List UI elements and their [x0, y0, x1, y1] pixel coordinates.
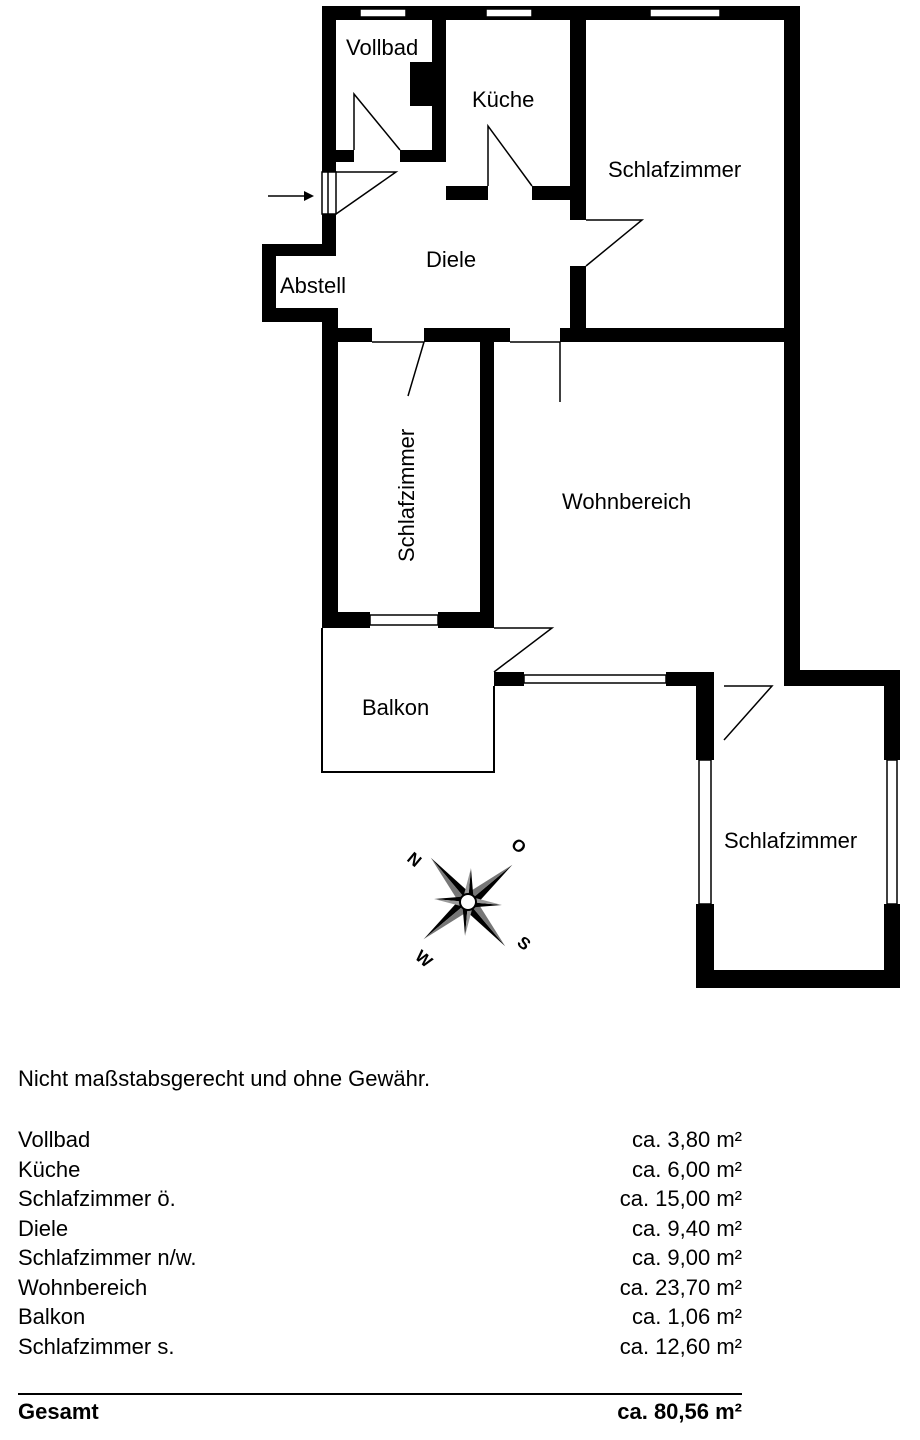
total-row: Gesamt ca. 80,56 m²: [18, 1399, 742, 1425]
area-value: ca. 1,06 m²: [631, 1304, 742, 1329]
room-label-schlafzimmer-nw: Schlafzimmer: [394, 429, 419, 562]
walls: [262, 6, 900, 988]
windows: [359, 8, 898, 905]
door-swings: [321, 91, 774, 741]
room-label-balkon: Balkon: [362, 695, 429, 720]
area-row: Diele ca. 9,40 m²: [18, 1214, 742, 1244]
compass-letter-n: N: [403, 849, 425, 871]
area-value: ca. 6,00 m²: [631, 1156, 742, 1182]
room-label-vollbad: Vollbad: [346, 35, 418, 60]
area-row: Wohnbereich ca. 23,70 m²: [18, 1273, 742, 1303]
area-value: ca. 12,60 m²: [619, 1333, 742, 1359]
area-row: Vollbad ca. 3,80 m²: [18, 1125, 742, 1155]
area-name: Schlafzimmer s.: [18, 1333, 175, 1359]
area-value: ca. 9,00 m²: [631, 1245, 742, 1270]
total-name: Gesamt: [18, 1399, 99, 1424]
area-row: Balkon ca. 1,06 m²: [18, 1302, 742, 1332]
area-name: Wohnbereich: [18, 1274, 148, 1300]
compass-letter-s: S: [513, 933, 534, 955]
area-name: Küche: [18, 1156, 81, 1182]
area-value: ca. 15,00 m²: [619, 1186, 742, 1211]
compass-letter-o: O: [507, 835, 529, 858]
total-divider: [18, 1393, 742, 1395]
area-row: Schlafzimmer s. ca. 12,60 m²: [18, 1332, 742, 1362]
area-name: Vollbad: [18, 1127, 91, 1152]
area-name: Diele: [18, 1215, 69, 1241]
area-value: ca. 3,80 m²: [631, 1127, 742, 1152]
compass-rose-icon: [423, 857, 513, 947]
area-value: ca. 23,70 m²: [619, 1274, 742, 1300]
area-row: Schlafzimmer ö. ca. 15,00 m²: [18, 1184, 742, 1214]
area-table: Vollbad ca. 3,80 m² Küche ca. 6,00 m² Sc…: [18, 1125, 742, 1361]
total-value: ca. 80,56 m²: [617, 1399, 742, 1424]
area-name: Schlafzimmer n/w.: [18, 1245, 197, 1270]
area-value: ca. 9,40 m²: [631, 1215, 742, 1241]
floor-plan: Vollbad Küche Schlafzimmer Diele Abstell…: [262, 6, 900, 988]
room-label-kueche: Küche: [472, 87, 534, 112]
balkon-outline: [321, 628, 495, 773]
compass-letter-w: W: [411, 947, 436, 972]
area-row: Küche ca. 6,00 m²: [18, 1155, 742, 1185]
room-label-schlafzimmer-ost: Schlafzimmer: [608, 157, 741, 182]
area-name: Schlafzimmer ö.: [18, 1186, 176, 1211]
room-label-diele: Diele: [426, 247, 476, 272]
room-label-schlafzimmer-sued: Schlafzimmer: [724, 828, 857, 853]
entrance-arrow-icon: [268, 191, 314, 201]
room-label-wohnbereich: Wohnbereich: [562, 489, 691, 514]
room-label-abstell: Abstell: [280, 273, 346, 298]
disclaimer: Nicht maßstabsgerecht und ohne Gewähr.: [18, 1066, 431, 1091]
area-name: Balkon: [18, 1304, 86, 1329]
area-row: Schlafzimmer n/w. ca. 9,00 m²: [18, 1243, 742, 1273]
